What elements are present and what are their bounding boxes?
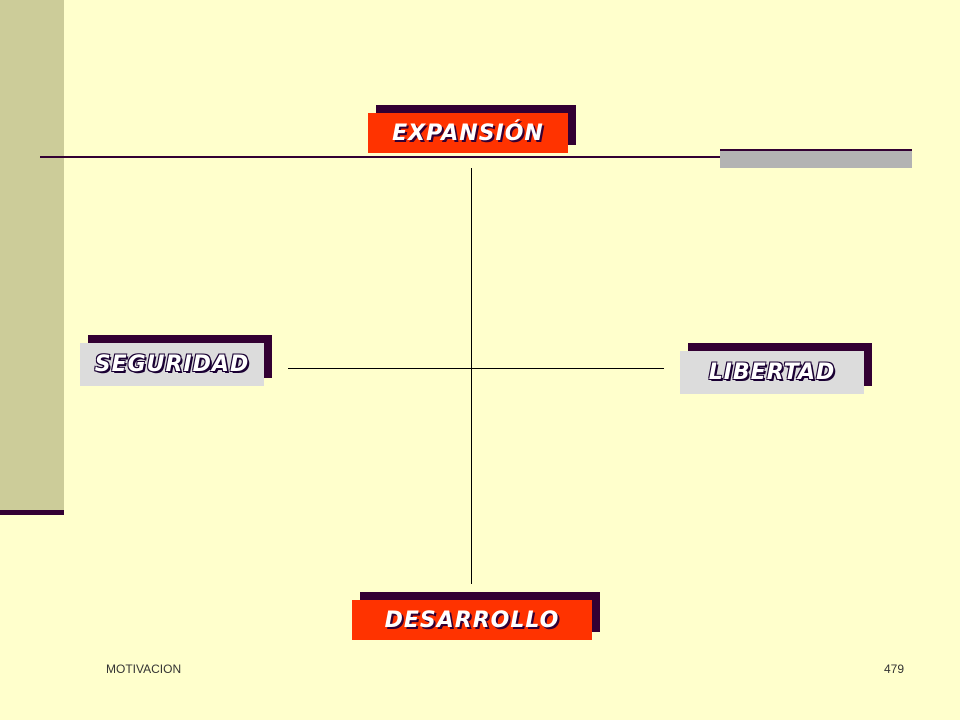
node-label-desarrollo: DESARROLLO xyxy=(352,600,592,640)
left-decor-bar-cap xyxy=(0,510,64,515)
footer-title: MOTIVACION xyxy=(106,662,182,676)
title-rule-accent xyxy=(720,149,912,168)
page-number: 479 xyxy=(883,662,904,676)
node-label-libertad: LIBERTAD xyxy=(680,351,864,394)
node-expansion: EXPANSIÓN xyxy=(368,105,576,153)
left-decor-bar xyxy=(0,0,64,512)
node-libertad: LIBERTAD xyxy=(680,343,872,394)
node-label-seguridad: SEGURIDAD xyxy=(80,343,264,386)
horizontal-axis-line xyxy=(288,368,664,369)
title-rule xyxy=(40,156,912,158)
node-seguridad: SEGURIDAD xyxy=(80,335,272,386)
node-desarrollo: DESARROLLO xyxy=(352,592,600,640)
node-label-expansion: EXPANSIÓN xyxy=(368,113,568,153)
vertical-axis-line xyxy=(471,168,472,584)
